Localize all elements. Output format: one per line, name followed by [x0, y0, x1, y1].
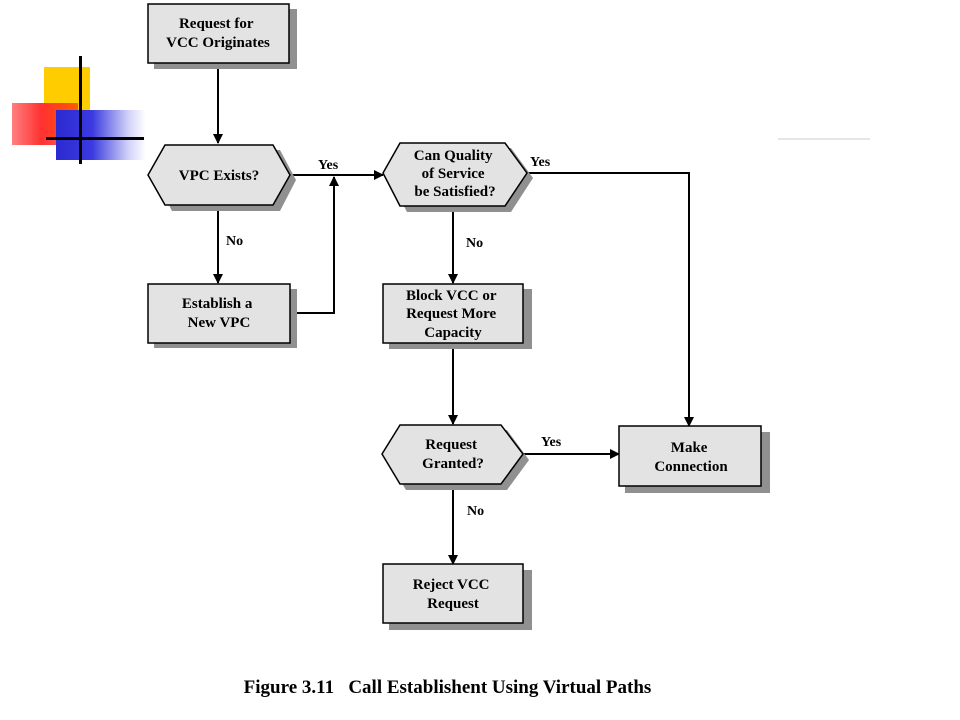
node-vpc-exists: VPC Exists?: [147, 144, 296, 211]
node-block-vcc: Block VCC or Request More Capacity: [382, 283, 532, 349]
edge-label-qos-no: No: [466, 236, 483, 251]
edge-label-granted-yes: Yes: [541, 435, 562, 450]
edge-label-granted-no: No: [467, 504, 484, 519]
connectors: [213, 65, 694, 565]
node-make-connection: Make Connection: [618, 425, 770, 493]
edge-qos-to-make-connection: [528, 172, 694, 427]
svg-text:Block VCC or Request Mor: Block VCC or Request More Capacity: [406, 288, 500, 341]
node-label-line: New VPC: [188, 315, 251, 331]
node-qos-satisfied: Can Quality of Service be Satisfied?: [382, 142, 533, 212]
node-label-line: Request: [425, 437, 477, 453]
svg-text:Make Connection: Make Connection: [654, 440, 728, 475]
svg-text:Request for VCC Originat: Request for VCC Originates: [166, 16, 270, 51]
node-label-line: Request: [427, 596, 479, 612]
decorative-vertical-line: [79, 56, 82, 164]
node-request-originates: Request for VCC Originates: [147, 3, 297, 69]
edge-label-vpc-yes: Yes: [318, 158, 339, 173]
node-label-line: be Satisfied?: [414, 184, 495, 200]
decorative-blue-bar: [56, 110, 146, 160]
figure-caption: Figure 3.11 Call Establishent Using Virt…: [243, 677, 652, 698]
node-label-line: Connection: [654, 459, 728, 475]
node-request-granted: Request Granted?: [381, 424, 529, 490]
svg-text:Establish a New VPC: Establish a New VPC: [182, 296, 256, 331]
node-label-line: Request More: [406, 306, 496, 322]
decorative-faint-line: [778, 138, 870, 140]
svg-text:Reject VCC Request: Reject VCC Request: [413, 577, 494, 612]
node-label-line: Block VCC or: [406, 288, 497, 304]
node-label-line: Establish a: [182, 296, 253, 312]
node-label-line: Can Quality: [414, 148, 493, 164]
svg-text:VPC Exists?: VPC Exists?: [179, 168, 259, 184]
svg-text:Can Quality of Service: Can Quality of Service be Satisfied?: [414, 148, 497, 200]
node-label-line: Reject VCC: [413, 577, 490, 593]
node-reject-vcc: Reject VCC Request: [382, 563, 532, 630]
node-label-line: VPC Exists?: [179, 168, 259, 184]
node-label-line: Granted?: [422, 456, 484, 472]
node-establish-vpc: Establish a New VPC: [147, 283, 297, 348]
edge-label-qos-yes: Yes: [530, 155, 551, 170]
node-label-line: of Service: [422, 166, 485, 182]
decorative-horizontal-line: [46, 137, 144, 140]
node-label-line: Request for: [179, 16, 254, 32]
edge-establish-to-join: [290, 176, 339, 314]
node-label-line: Capacity: [424, 325, 482, 341]
edge-label-vpc-no: No: [226, 234, 243, 249]
node-label-line: VCC Originates: [166, 35, 270, 51]
svg-text:Request Granted?: Request Granted?: [422, 437, 484, 472]
node-label-line: Make: [671, 440, 708, 456]
